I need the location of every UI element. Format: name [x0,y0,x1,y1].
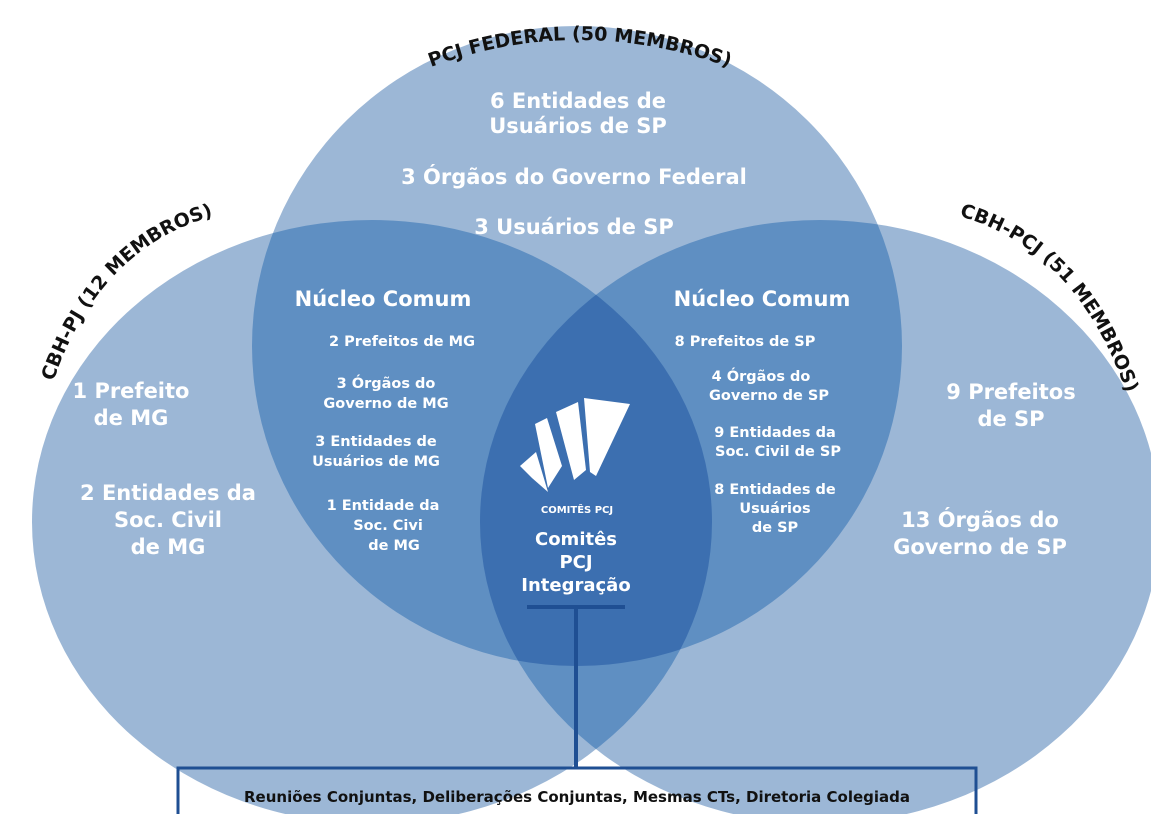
right-overlap-line: Governo de SP [709,388,829,404]
center-line: Integração [521,575,630,596]
top-circle-text: 6 Entidades de Usuários de SP 3 Órgãos d… [401,89,747,239]
center-text: Comitês PCJ Integração [521,529,630,596]
right-circle-text: 9 Prefeitos de SP 13 Órgãos do Governo d… [893,380,1076,559]
right-line: de SP [977,407,1044,431]
left-overlap-line: de MG [368,538,420,554]
comites-pcj-logo-icon [520,398,630,492]
center-line: Comitês [535,529,617,550]
left-overlap-heading: Núcleo Comum [295,287,472,311]
left-overlap-line: Usuários de MG [312,454,440,470]
right-line: 13 Órgãos do [901,507,1059,532]
right-overlap-heading: Núcleo Comum [674,287,851,311]
top-line: 3 Usuários de SP [474,215,674,239]
left-overlap-line: Soc. Civi [353,518,423,534]
top-line: 3 Órgãos do Governo Federal [401,164,747,189]
left-overlap-line: 2 Prefeitos de MG [329,334,475,350]
left-line: Soc. Civil [114,508,222,532]
left-overlap-line: 3 Órgãos do [337,374,436,392]
right-overlap-line: 4 Órgãos do [712,367,811,385]
left-line: de MG [131,535,206,559]
bottom-box [176,766,978,814]
right-overlap-line: de SP [752,520,799,536]
right-overlap-line: Soc. Civil de SP [715,444,841,460]
left-line: 1 Prefeito [73,379,190,403]
right-overlap-line: 9 Entidades da [714,425,836,441]
top-line: Usuários de SP [489,114,667,138]
logo-shape-2 [556,402,586,480]
left-overlap-line: 1 Entidade da [327,498,440,514]
right-overlap-line: 8 Entidades de [714,482,836,498]
bottom-box-text: Reuniões Conjuntas, Deliberações Conjunt… [244,788,910,806]
center-line: PCJ [559,552,592,573]
left-circle-text: 1 Prefeito de MG 2 Entidades da Soc. Civ… [73,379,256,559]
left-line: 2 Entidades da [80,481,256,505]
right-overlap-text: Núcleo Comum 8 Prefeitos de SP 4 Órgãos … [674,287,851,536]
left-line: de MG [94,406,169,430]
left-overlap-line: 3 Entidades de [315,434,437,450]
left-overlap-line: Governo de MG [323,396,448,412]
left-overlap-text: Núcleo Comum 2 Prefeitos de MG 3 Órgãos … [295,287,475,554]
logo-text: COMITÊS PCJ [541,503,613,516]
logo-shape-4 [520,452,548,492]
right-overlap-line: Usuários [739,501,810,517]
logo-shape-1 [535,418,562,488]
right-line: 9 Prefeitos [946,380,1075,404]
logo-shape-3 [584,398,630,476]
right-line: Governo de SP [893,535,1067,559]
right-overlap-line: 8 Prefeitos de SP [675,334,816,350]
top-line: 6 Entidades de [490,89,666,113]
